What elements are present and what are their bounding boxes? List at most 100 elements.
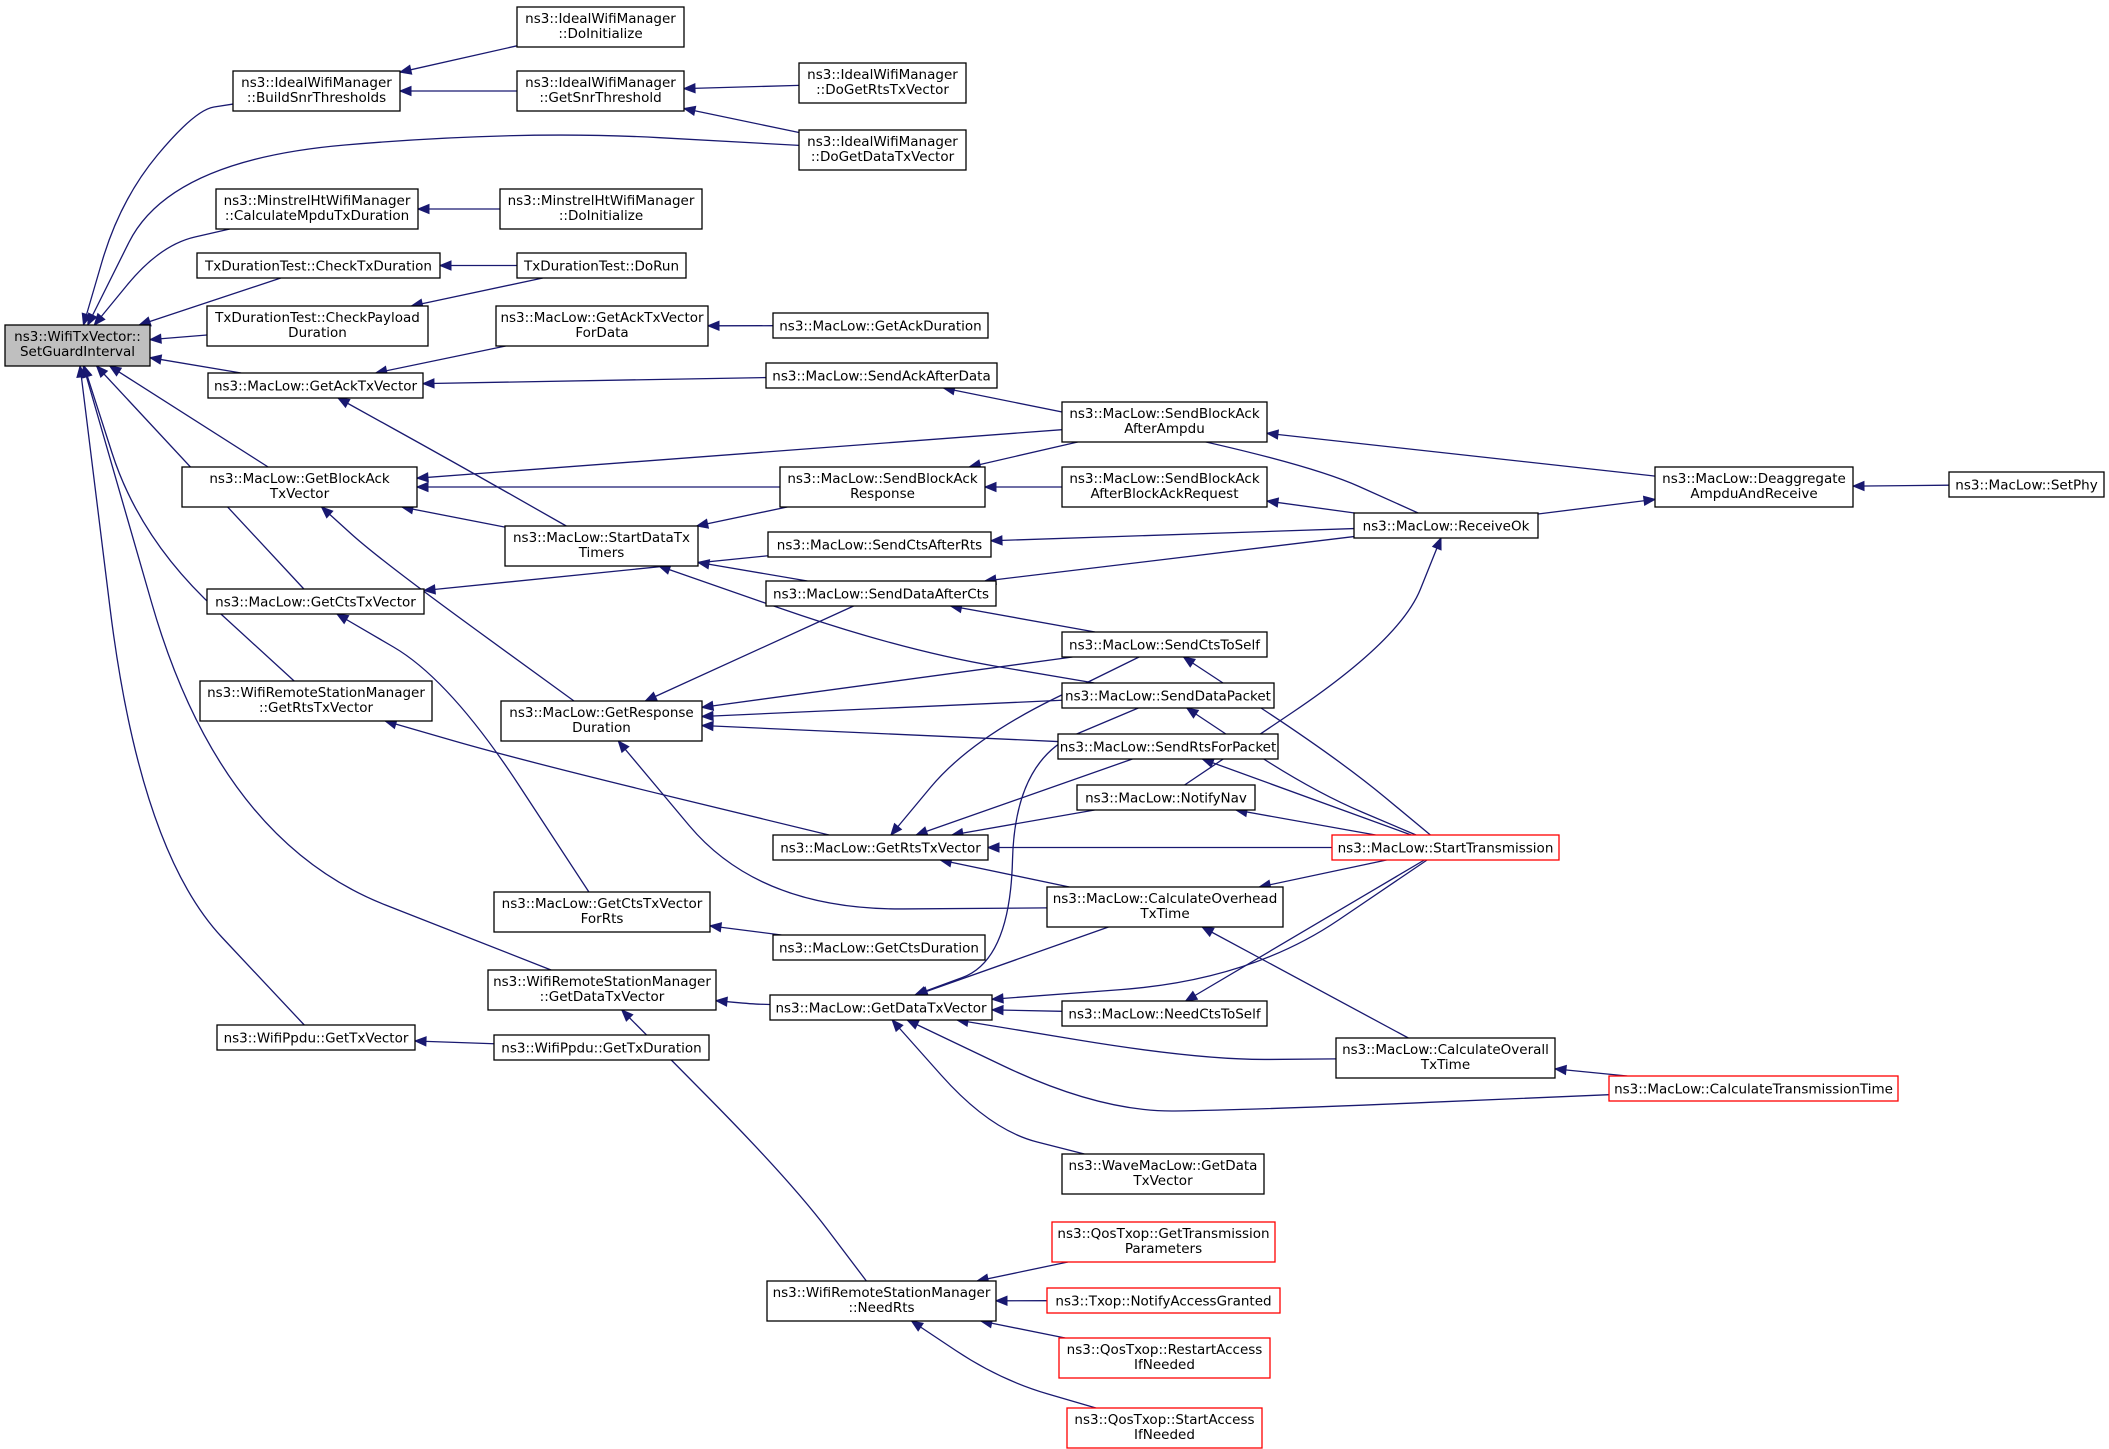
node-txd-run[interactable]: TxDurationTest::DoRun	[516, 252, 687, 279]
node-box[interactable]	[1046, 1287, 1281, 1314]
node-get-rts-tx[interactable]: ns3::MacLow::GetRtsTxVector	[772, 834, 989, 861]
node-get-cts-dur[interactable]: ns3::MacLow::GetCtsDuration	[772, 934, 986, 961]
node-box[interactable]	[1058, 1337, 1271, 1379]
node-box[interactable]	[499, 188, 703, 230]
node-ideal-getsnr[interactable]: ns3::IdealWifiManager::GetSnrThreshold	[516, 70, 685, 112]
node-box[interactable]	[772, 934, 986, 961]
node-get-ack-dur[interactable]: ns3::MacLow::GetAckDuration	[772, 312, 989, 339]
node-box[interactable]	[206, 588, 425, 615]
node-box[interactable]	[206, 305, 429, 347]
node-wrsm-data[interactable]: ns3::WifiRemoteStationManager::GetDataTx…	[487, 969, 717, 1011]
node-box[interactable]	[1061, 631, 1268, 658]
node-send-data-cts[interactable]: ns3::MacLow::SendDataAfterCts	[765, 580, 997, 607]
node-calc-trans[interactable]: ns3::MacLow::CalculateTransmissionTime	[1608, 1075, 1899, 1102]
node-send-cts-rts[interactable]: ns3::MacLow::SendCtsAfterRts	[767, 531, 992, 558]
node-wave-data[interactable]: ns3::WaveMacLow::GetDataTxVector	[1061, 1153, 1265, 1195]
node-minstrel-calc[interactable]: ns3::MinstrelHtWifiManager::CalculateMpd…	[215, 188, 419, 230]
node-box[interactable]	[4, 324, 151, 367]
node-box[interactable]	[1654, 466, 1854, 508]
node-box[interactable]	[1061, 466, 1268, 508]
node-box[interactable]	[1061, 1153, 1265, 1195]
node-box[interactable]	[516, 70, 685, 112]
node-receive-ok[interactable]: ns3::MacLow::ReceiveOk	[1353, 512, 1539, 539]
node-ppdu-txvec[interactable]: ns3::WifiPpdu::GetTxVector	[216, 1024, 416, 1051]
node-box[interactable]	[493, 1034, 710, 1061]
node-box[interactable]	[1046, 886, 1284, 928]
node-notify-nav[interactable]: ns3::MacLow::NotifyNav	[1076, 784, 1256, 811]
node-box[interactable]	[216, 1024, 416, 1051]
node-box[interactable]	[1335, 1037, 1556, 1079]
node-box[interactable]	[772, 312, 989, 339]
node-box[interactable]	[1066, 1407, 1263, 1449]
node-box[interactable]	[181, 466, 418, 508]
node-ppdu-txdur[interactable]: ns3::WifiPpdu::GetTxDuration	[493, 1034, 710, 1061]
node-ideal-data[interactable]: ns3::IdealWifiManager::DoGetDataTxVector	[798, 129, 967, 171]
node-box[interactable]	[769, 994, 993, 1021]
node-sba-bar[interactable]: ns3::MacLow::SendBlockAckAfterBlockAckRe…	[1061, 466, 1268, 508]
node-wrsm-rts[interactable]: ns3::WifiRemoteStationManager::GetRtsTxV…	[199, 680, 433, 722]
node-box[interactable]	[1331, 834, 1560, 861]
node-box[interactable]	[1353, 512, 1539, 539]
node-box[interactable]	[215, 188, 419, 230]
node-get-data-tx[interactable]: ns3::MacLow::GetDataTxVector	[769, 994, 993, 1021]
node-box[interactable]	[772, 834, 989, 861]
node-box[interactable]	[1061, 401, 1268, 443]
node-send-cts-self[interactable]: ns3::MacLow::SendCtsToSelf	[1061, 631, 1268, 658]
node-send-rts-pkt[interactable]: ns3::MacLow::SendRtsForPacket	[1057, 733, 1279, 760]
node-box[interactable]	[767, 531, 992, 558]
node-box[interactable]	[196, 252, 441, 279]
node-box[interactable]	[500, 700, 703, 742]
node-need-cts-self[interactable]: ns3::MacLow::NeedCtsToSelf	[1061, 1000, 1268, 1027]
node-box[interactable]	[1057, 733, 1279, 760]
node-box[interactable]	[1061, 1000, 1268, 1027]
node-box[interactable]	[1608, 1075, 1899, 1102]
node-need-rts[interactable]: ns3::WifiRemoteStationManager::NeedRts	[766, 1280, 997, 1322]
node-box[interactable]	[207, 372, 424, 399]
node-box[interactable]	[798, 129, 967, 171]
node-root[interactable]: ns3::WifiTxVector::SetGuardInterval	[4, 324, 151, 367]
node-box[interactable]	[199, 680, 433, 722]
node-box[interactable]	[1061, 682, 1275, 709]
node-box[interactable]	[504, 525, 699, 567]
node-box[interactable]	[779, 466, 986, 508]
node-box[interactable]	[232, 70, 401, 112]
node-box[interactable]	[798, 62, 967, 104]
node-ideal-doinit[interactable]: ns3::IdealWifiManager::DoInitialize	[516, 6, 685, 48]
node-box[interactable]	[516, 252, 687, 279]
node-box[interactable]	[493, 891, 711, 933]
node-ideal-rts[interactable]: ns3::IdealWifiManager::DoGetRtsTxVector	[798, 62, 967, 104]
node-box[interactable]	[495, 305, 709, 347]
node-box[interactable]	[1076, 784, 1256, 811]
node-txop-notify[interactable]: ns3::Txop::NotifyAccessGranted	[1046, 1287, 1281, 1314]
node-box[interactable]	[1051, 1221, 1276, 1263]
node-box[interactable]	[766, 1280, 997, 1322]
node-start-tx[interactable]: ns3::MacLow::StartTransmission	[1331, 834, 1560, 861]
node-box[interactable]	[487, 969, 717, 1011]
node-ideal-build[interactable]: ns3::IdealWifiManager::BuildSnrThreshold…	[232, 70, 401, 112]
node-box[interactable]	[765, 580, 997, 607]
node-minstrel-init[interactable]: ns3::MinstrelHtWifiManager::DoInitialize	[499, 188, 703, 230]
node-setphy[interactable]: ns3::MacLow::SetPhy	[1948, 471, 2105, 498]
node-send-data-pkt[interactable]: ns3::MacLow::SendDataPacket	[1061, 682, 1275, 709]
node-send-ack-after[interactable]: ns3::MacLow::SendAckAfterData	[765, 362, 998, 389]
node-get-ack-tx[interactable]: ns3::MacLow::GetAckTxVector	[207, 372, 424, 399]
node-get-cts-tx[interactable]: ns3::MacLow::GetCtsTxVector	[206, 588, 425, 615]
node-box[interactable]	[516, 6, 685, 48]
node-txd-check[interactable]: TxDurationTest::CheckTxDuration	[196, 252, 441, 279]
node-box[interactable]	[765, 362, 998, 389]
node-box[interactable]	[1948, 471, 2105, 498]
